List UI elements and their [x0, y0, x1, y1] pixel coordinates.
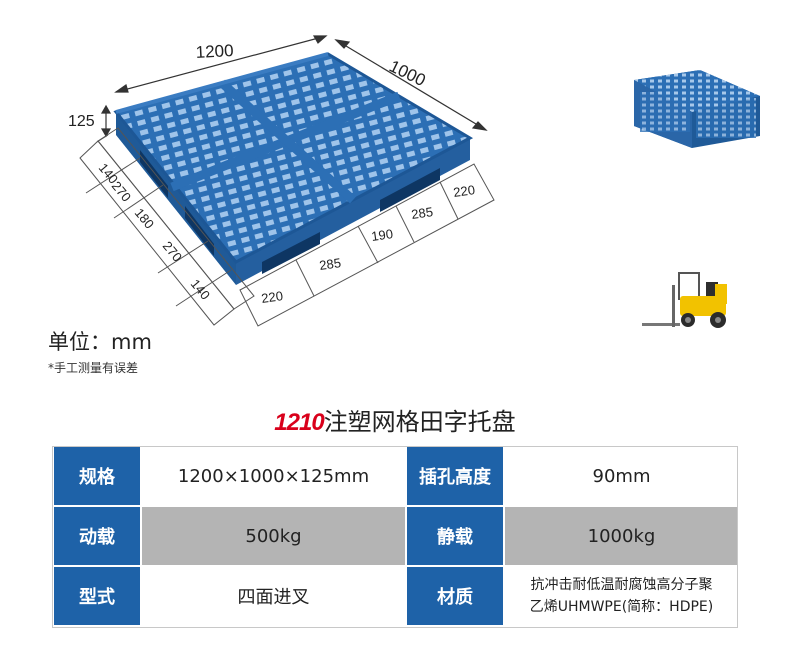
pallet-thumbnail — [634, 70, 760, 148]
bottom-dim-5: 220 — [452, 182, 476, 200]
forklift-image — [642, 272, 727, 328]
left-dim-5: 140 — [188, 276, 213, 302]
spec-value-fork-height: 90mm — [503, 446, 740, 507]
measurement-note: *手工测量有误差 — [48, 361, 139, 375]
left-dimension-strip — [79, 127, 255, 326]
bottom-dim-2: 285 — [318, 255, 342, 273]
spec-label-static-load: 静载 — [405, 505, 505, 567]
spec-label-type: 型式 — [52, 565, 142, 627]
spec-label-fork-height: 插孔高度 — [405, 446, 505, 507]
unit-label: 单位：mm — [48, 330, 152, 354]
spec-label-dynamic-load: 动载 — [52, 505, 142, 567]
spec-label-material: 材质 — [405, 565, 505, 627]
spec-value-dynamic-load: 500kg — [140, 505, 407, 567]
pallet-drawing: 1200 1000 125 140 270 180 270 140 220 28… — [68, 35, 760, 328]
spec-value-material: 抗冲击耐低温耐腐蚀高分子聚乙烯UHMWPE(简称：HDPE) — [503, 565, 740, 627]
table-row: 动载 500kg 静载 1000kg — [52, 505, 740, 567]
title-number: 1210 — [274, 409, 324, 436]
pallet-image — [113, 52, 474, 285]
bottom-dim-4: 285 — [410, 204, 434, 222]
spec-value-type: 四面进叉 — [140, 565, 407, 627]
bottom-dimension-strip — [239, 163, 495, 327]
bottom-dim-1: 220 — [260, 288, 284, 306]
bottom-dim-labels: 220 285 190 285 220 — [260, 182, 476, 306]
title-text: 注塑网格田字托盘 — [323, 408, 516, 436]
dim-width-label: 1000 — [386, 57, 428, 91]
dim-length-label: 1200 — [195, 41, 234, 62]
spec-label-size: 规格 — [52, 446, 142, 507]
bottom-dim-3: 190 — [370, 226, 394, 244]
page-title: 1210注塑网格田字托盘 — [0, 402, 790, 437]
material-line-2: 乙烯UHMWPE(简称：HDPE) — [529, 599, 714, 615]
material-line-1: 抗冲击耐低温耐腐蚀高分子聚 — [530, 577, 713, 593]
table-row: 规格 1200×1000×125mm 插孔高度 90mm — [52, 446, 740, 507]
dimension-lines — [100, 35, 488, 138]
spec-value-size: 1200×1000×125mm — [140, 446, 407, 507]
table-row: 型式 四面进叉 材质 抗冲击耐低温耐腐蚀高分子聚乙烯UHMWPE(简称：HDPE… — [52, 565, 740, 627]
dim-height-label: 125 — [68, 113, 95, 130]
spec-value-static-load: 1000kg — [503, 505, 740, 567]
spec-table: 规格 1200×1000×125mm 插孔高度 90mm 动载 500kg 静载… — [52, 446, 740, 627]
left-dim-4: 270 — [160, 238, 185, 264]
